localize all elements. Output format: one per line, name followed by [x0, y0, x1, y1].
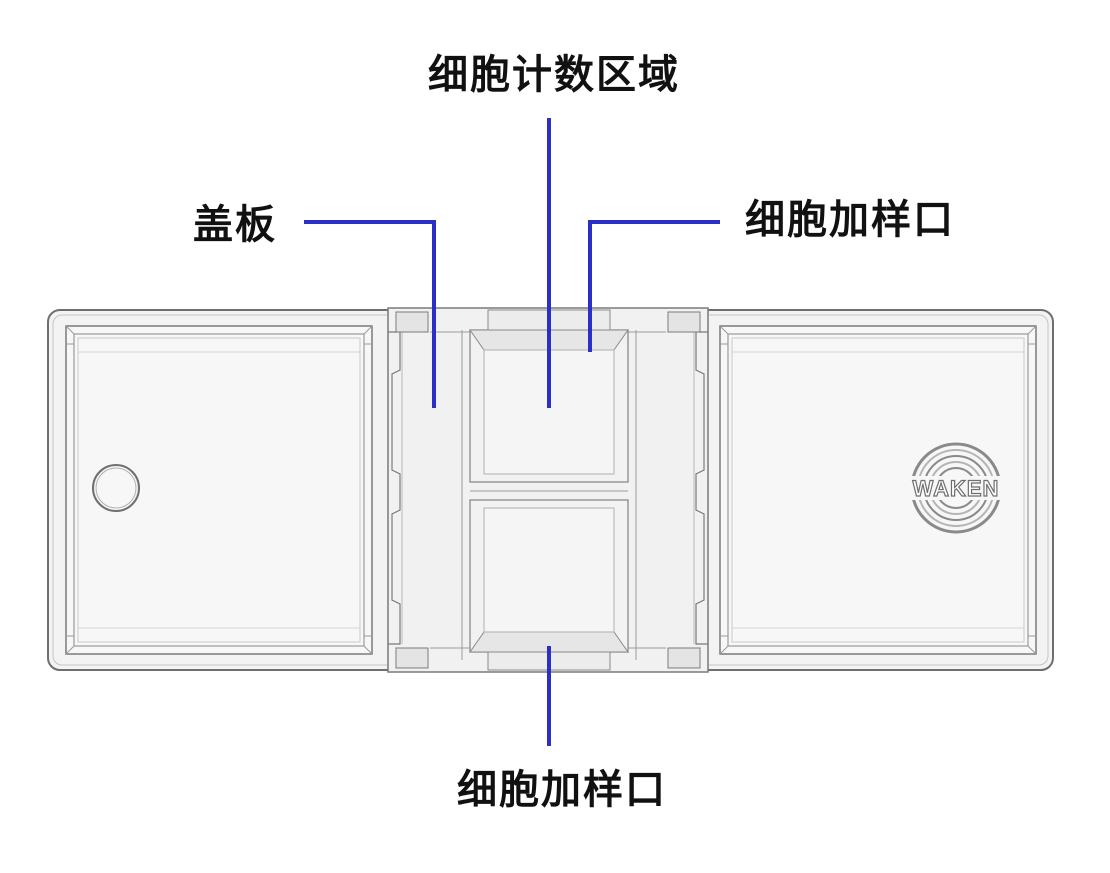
label-cover-plate: 盖板	[193, 202, 277, 248]
label-sample-port-top: 细胞加样口	[745, 197, 955, 243]
waken-logo: WAKEN	[895, 442, 1017, 534]
leader-line-sample-port-top	[588, 220, 720, 352]
waken-logo-text: WAKEN	[913, 476, 1000, 501]
circle-mark-icon	[92, 464, 140, 512]
leader-lines	[304, 118, 720, 746]
leader-line-cover-plate	[304, 220, 436, 408]
label-sample-port-bottom: 细胞加样口	[457, 767, 667, 813]
label-counting-area: 细胞计数区域	[428, 52, 680, 98]
